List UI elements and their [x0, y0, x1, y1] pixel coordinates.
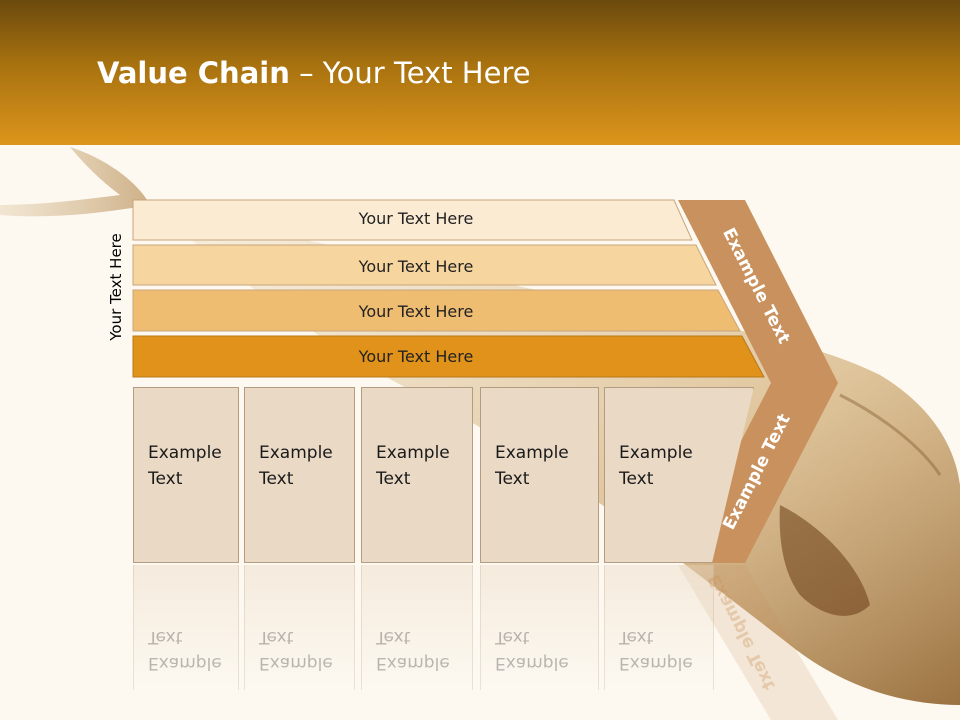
- box-5-line1: Example: [619, 443, 693, 463]
- refl-5-line2: Text: [619, 627, 654, 647]
- title-rest: – Your Text Here: [289, 56, 531, 90]
- bar-3-label: Your Text Here: [358, 302, 474, 321]
- box-5-reflection: Example Text: [604, 565, 714, 690]
- refl-3-line1: Example: [376, 653, 450, 673]
- header-band: Value Chain – Your Text Here: [0, 0, 960, 145]
- box-1-line2: Text: [148, 469, 183, 489]
- box-2-line1: Example: [259, 443, 333, 463]
- box-3-line1: Example: [376, 443, 450, 463]
- refl-2-line2: Text: [259, 627, 294, 647]
- refl-1-line1: Example: [148, 653, 222, 673]
- bar-2: [132, 244, 717, 286]
- refl-5-line1: Example: [619, 653, 693, 673]
- refl-1-line2: Text: [148, 627, 183, 647]
- refl-3-line2: Text: [376, 627, 411, 647]
- bar-1: [132, 199, 693, 241]
- box-3-line2: Text: [376, 469, 411, 489]
- bar-4: [132, 335, 765, 378]
- refl-4-line1: Example: [495, 653, 569, 673]
- box-1-reflection: Example Text: [133, 565, 239, 690]
- chevron-arrow: [678, 200, 838, 563]
- title-bold: Value Chain: [97, 56, 290, 90]
- refl-2-line1: Example: [259, 653, 333, 673]
- box-4-reflection: Example Text: [480, 565, 599, 690]
- bar-2-label: Your Text Here: [358, 257, 474, 276]
- slide-title: Value Chain – Your Text Here: [97, 56, 531, 90]
- bar-1-label: Your Text Here: [358, 209, 474, 228]
- bar-4-label: Your Text Here: [358, 347, 474, 366]
- bar-3: [132, 289, 741, 332]
- chevron-reflection: [678, 565, 838, 720]
- box-2-reflection: Example Text: [244, 565, 355, 690]
- box-3-reflection: Example Text: [361, 565, 473, 690]
- box-5-line2: Text: [619, 469, 654, 489]
- box-1-line1: Example: [148, 443, 222, 463]
- box-2-line2: Text: [259, 469, 294, 489]
- refl-4-line2: Text: [495, 627, 530, 647]
- box-4-line2: Text: [495, 469, 530, 489]
- box-4-line1: Example: [495, 443, 569, 463]
